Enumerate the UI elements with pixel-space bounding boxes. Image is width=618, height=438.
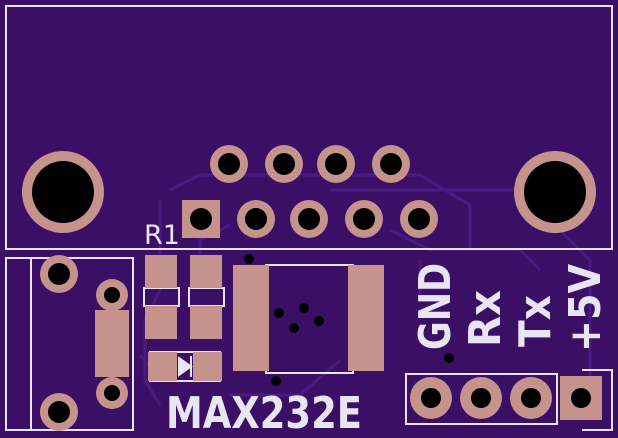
smd-pads — [145, 255, 384, 381]
jack-outline — [5, 257, 134, 431]
jack-smd-pad — [95, 310, 129, 377]
db9-connector-outline — [5, 5, 613, 250]
ic-pad-left — [233, 265, 269, 371]
pin-label-tx: Tx — [510, 295, 561, 347]
diode-pad-right — [193, 352, 222, 381]
via — [444, 353, 454, 363]
pin-label-rx: Rx — [460, 290, 511, 347]
r2-pad-top — [190, 255, 222, 288]
diode-pad-left — [148, 352, 177, 381]
header-pin1-outline — [582, 369, 613, 431]
via — [274, 308, 284, 318]
via — [299, 303, 309, 313]
r1-pad-bottom — [145, 306, 177, 339]
mounting-holes — [22, 151, 596, 233]
header-pads — [410, 376, 602, 420]
via — [244, 254, 254, 264]
via — [271, 376, 281, 386]
via — [314, 316, 324, 326]
jack-pads — [40, 255, 129, 431]
diode-symbol — [178, 356, 193, 377]
db9-pads — [182, 145, 438, 238]
chip-label: MAX232E — [166, 388, 362, 438]
r1-pad-top — [145, 255, 177, 288]
header-outline — [405, 373, 558, 425]
pin-label-5v: +5V — [560, 264, 611, 352]
pin-label-gnd: GND — [410, 263, 461, 350]
via — [289, 323, 299, 333]
silkscreen-outlines — [5, 5, 613, 431]
r2-pad-bottom — [190, 306, 222, 339]
ic-pad-right — [348, 265, 384, 371]
vias — [244, 254, 454, 386]
r1-label: R1 — [144, 220, 180, 251]
